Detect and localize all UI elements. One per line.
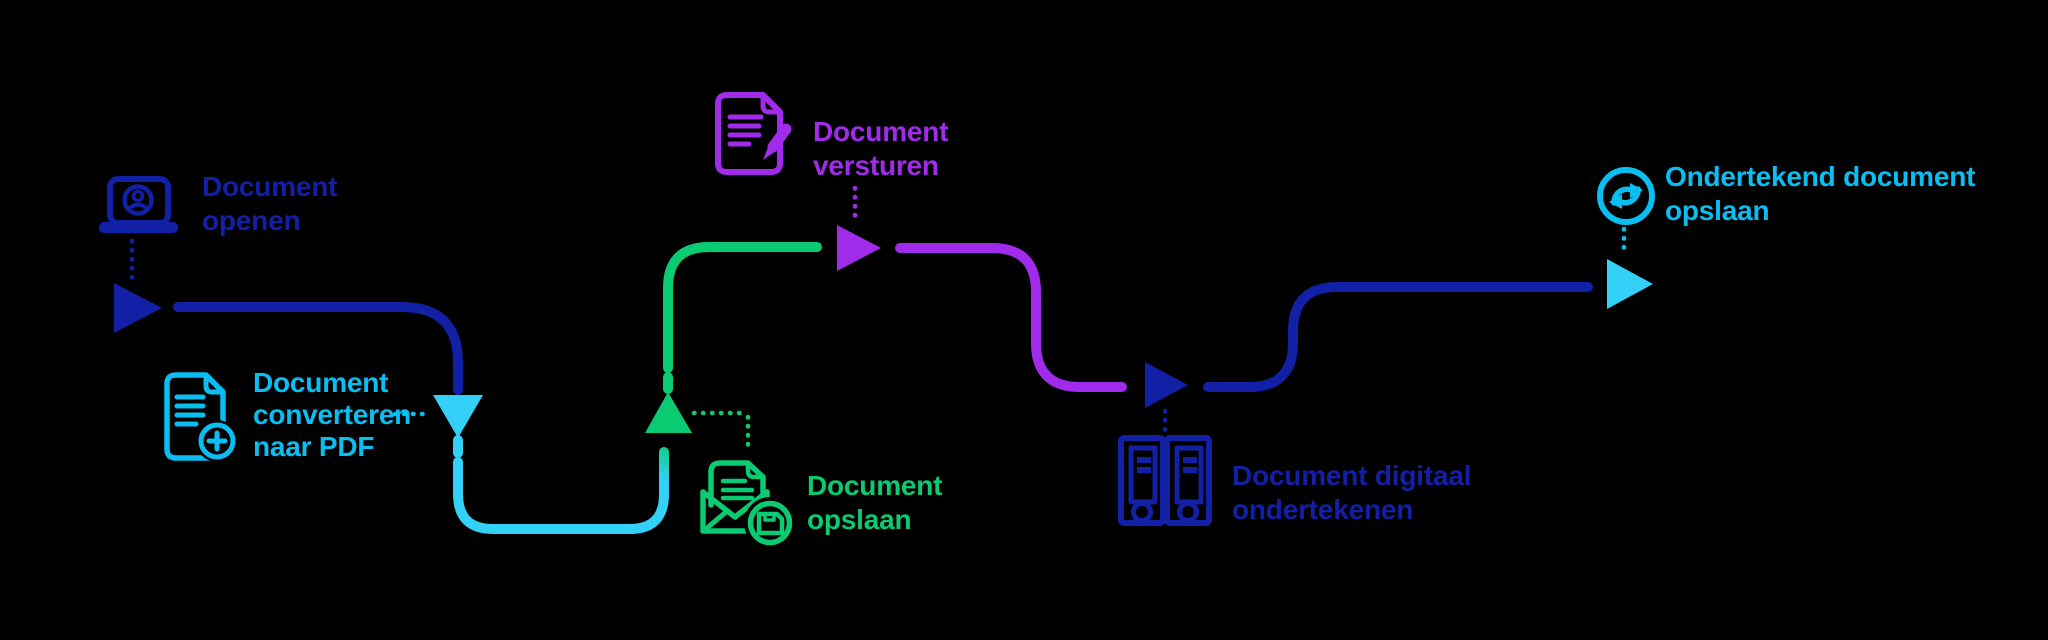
document-pen-icon bbox=[715, 92, 792, 175]
arrow-right-open-icon bbox=[114, 283, 162, 333]
step-label-versturen: Document versturen bbox=[813, 116, 949, 181]
step-label-converteren: Document converteren naar PDF bbox=[253, 367, 412, 462]
flow-segment-up-to-save bbox=[625, 447, 669, 534]
flow-nodes bbox=[114, 225, 1653, 438]
step-label-opslaan: Document opslaan bbox=[807, 470, 943, 535]
arrow-up-save-icon bbox=[645, 392, 692, 433]
flow-segment-send-to-sign bbox=[895, 243, 1127, 392]
step-label-ondertekend-opslaan: Ondertekend document opslaan bbox=[1665, 161, 1976, 226]
binders-icon bbox=[1118, 435, 1212, 526]
step-label-ondertekenen: Document digitaal ondertekenen bbox=[1232, 460, 1472, 525]
arrow-down-convert-icon bbox=[433, 395, 483, 438]
arrow-right-send-icon bbox=[837, 225, 881, 271]
arrow-right-store-icon bbox=[1607, 259, 1653, 309]
envelope-save-icon bbox=[700, 460, 796, 549]
flow-segment-save-to-send bbox=[663, 242, 822, 373]
sync-arrows-icon bbox=[1597, 167, 1655, 225]
connector-save bbox=[691, 410, 751, 454]
flow-path bbox=[173, 242, 1593, 534]
document-add-icon bbox=[164, 372, 238, 462]
flow-segment-convert-down bbox=[453, 457, 635, 534]
laptop-user-icon bbox=[99, 176, 178, 233]
flow-segment-sign-to-store bbox=[1203, 282, 1593, 392]
dotted-connectors bbox=[129, 185, 1627, 454]
step-label-openen: Document openen bbox=[202, 171, 338, 236]
arrow-right-sign-icon bbox=[1145, 362, 1188, 408]
flow-segment-open-to-convert bbox=[173, 302, 463, 395]
